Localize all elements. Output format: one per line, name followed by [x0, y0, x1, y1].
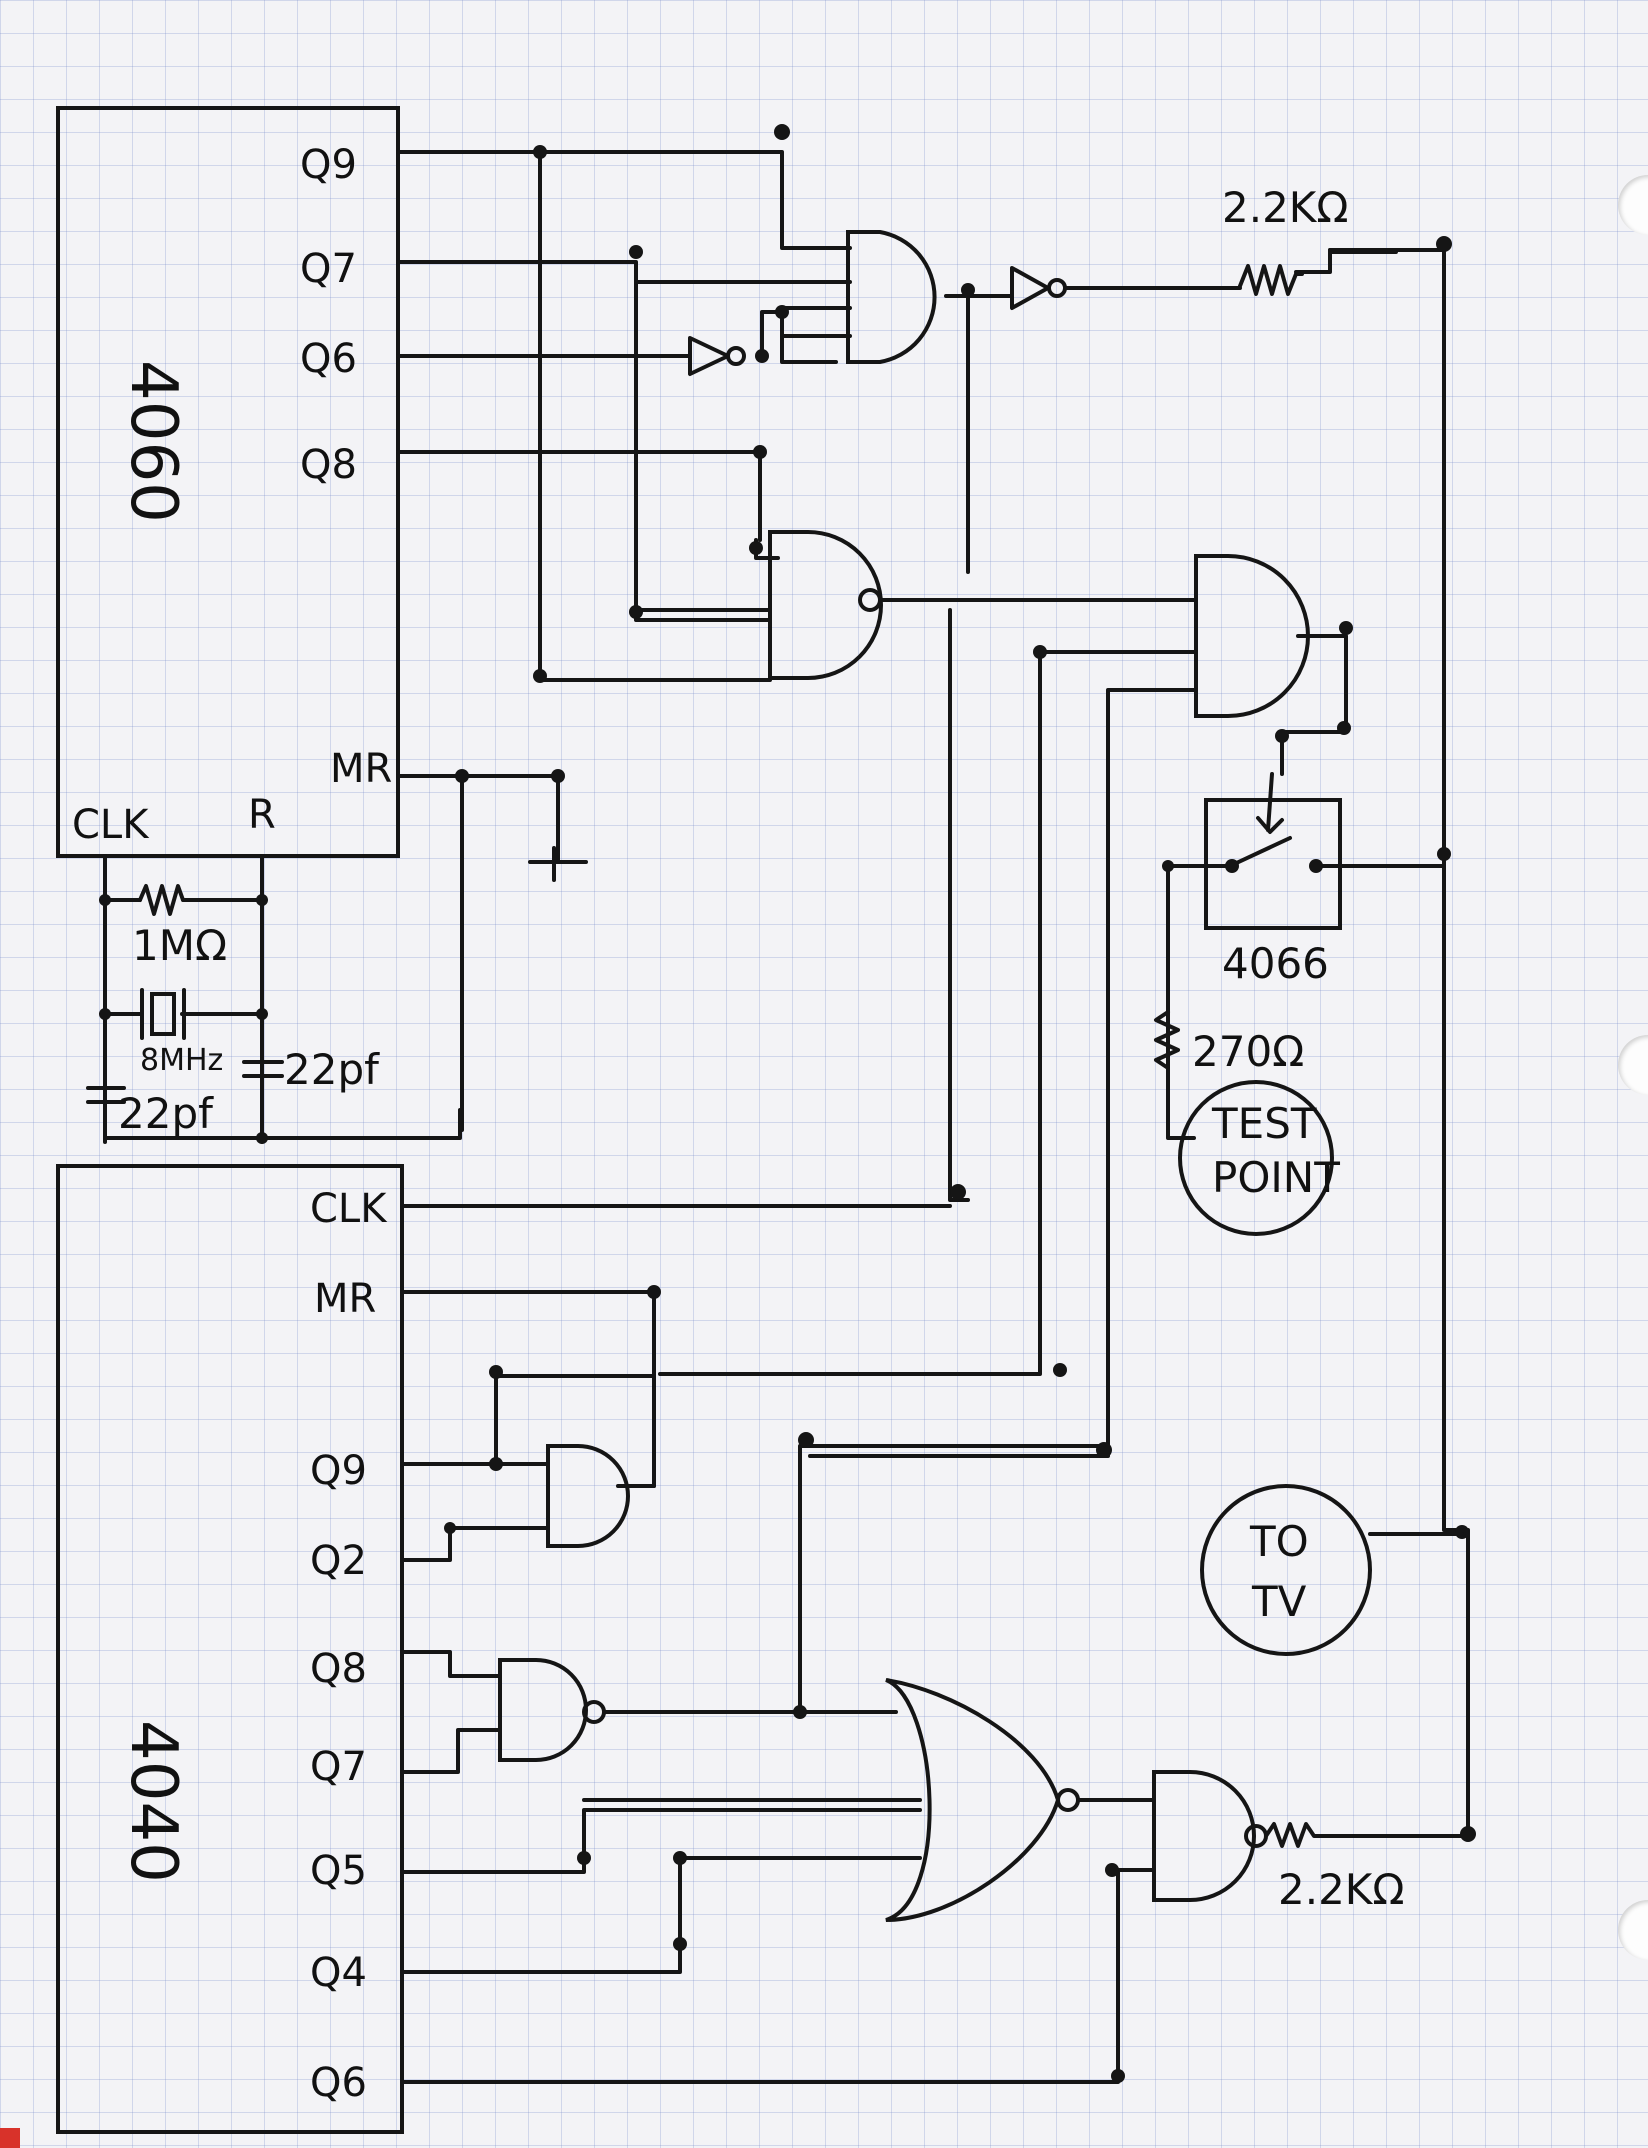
capacitor-left [86, 1012, 126, 1104]
pin-upper-q9: Q9 [300, 142, 357, 188]
chip-upper-name: 4060 [116, 360, 190, 523]
tv-output [1200, 1484, 1372, 1656]
resistor-top-label: 2.2KΩ [1222, 183, 1348, 232]
pin-lower-q8: Q8 [310, 1646, 367, 1692]
chip-lower: 4040 CLK MR Q9 Q2 Q8 Q7 Q5 Q4 Q6 [56, 1164, 404, 2134]
oscillator-network: 1MΩ 8MHz 22pf 22pf [86, 854, 462, 1144]
crystal [150, 992, 176, 1036]
upper-logic-wiring: 2.2KΩ [396, 124, 1452, 1458]
pin-upper-r: R [248, 792, 276, 838]
chip-lower-name: 4040 [116, 1720, 190, 1883]
nand-gate-middle [768, 530, 883, 680]
pin-upper-mr: MR [330, 746, 392, 792]
pin-upper-q7: Q7 [300, 246, 357, 292]
chip-upper-body [56, 106, 400, 858]
upper-mr-ground [396, 769, 588, 1132]
switch-label: 4066 [1222, 939, 1329, 988]
test-point-line1: TEST [1211, 1099, 1317, 1148]
pin-upper-clk: CLK [72, 802, 150, 848]
pin-upper-q6: Q6 [300, 336, 357, 382]
switch-4066: 4066 270Ω TEST POINT [1154, 772, 1451, 1236]
pin-lower-q2: Q2 [310, 1538, 367, 1584]
nand-gate-lower [498, 1658, 588, 1762]
pin-upper-q8: Q8 [300, 442, 357, 488]
pin-lower-q9: Q9 [310, 1448, 367, 1494]
inverter-top [1010, 266, 1050, 310]
resistor-1m-label: 1MΩ [132, 921, 227, 970]
and-gate-top [846, 230, 937, 364]
cap-left-label: 22pf [118, 1089, 214, 1138]
pin-lower-q5: Q5 [310, 1848, 367, 1894]
red-edge-tab [0, 2128, 20, 2148]
chip-upper: 4060 Q9 Q7 Q6 Q8 MR CLK R [56, 106, 400, 858]
resistor-270-label: 270Ω [1192, 1027, 1304, 1076]
test-point [1178, 1080, 1334, 1236]
cap-right-label: 22pf [284, 1045, 380, 1094]
resistor-bottom-label: 2.2KΩ [1278, 1865, 1404, 1914]
tv-label-line2: TV [1251, 1577, 1307, 1626]
nor-gate-lower [885, 1678, 1061, 1922]
resistor-top [1238, 264, 1304, 296]
nand-gate-final [1152, 1770, 1256, 1902]
pin-lower-clk: CLK [310, 1186, 388, 1232]
chip-lower-body [56, 1164, 404, 2134]
pin-lower-q6: Q6 [310, 2060, 367, 2106]
pin-lower-mr: MR [314, 1276, 376, 1322]
crystal-label: 8MHz [140, 1043, 223, 1078]
inverter-q6 [688, 336, 730, 376]
resistor-1m [138, 884, 185, 916]
pin-lower-q7: Q7 [310, 1744, 367, 1790]
resistor-270 [1154, 1010, 1196, 1140]
pin-lower-q4: Q4 [310, 1950, 367, 1996]
capacitor-right [242, 1012, 284, 1140]
test-point-line2: POINT [1212, 1153, 1340, 1202]
tv-label-line1: TO [1249, 1517, 1309, 1566]
and-gate-right [1194, 554, 1310, 718]
lower-logic-wiring: 2.2KΩ TO TV [400, 840, 1476, 2084]
and-gate-lower-top [546, 1444, 630, 1548]
